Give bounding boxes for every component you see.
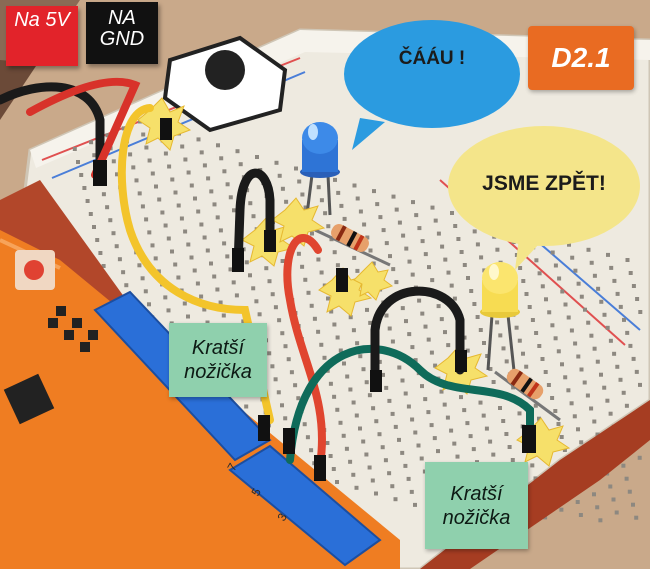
wire-red-pin5 bbox=[283, 234, 327, 469]
push-button-icon bbox=[162, 35, 288, 133]
wire-green-pin7 bbox=[286, 344, 534, 464]
note-blue-led-leg: Kratší nožička bbox=[169, 323, 267, 397]
yellow-led-icon bbox=[480, 262, 520, 381]
pin-header-bottom bbox=[228, 444, 382, 567]
label-5v: Na 5V bbox=[6, 6, 78, 66]
blue-led-icon bbox=[300, 122, 340, 231]
label-gnd: NA GND bbox=[86, 2, 158, 64]
wire-yellow bbox=[117, 104, 274, 424]
speech-text-yellow: JSME ZPĚT! bbox=[482, 172, 606, 195]
chip-icon bbox=[3, 373, 55, 425]
resistor-1-icon bbox=[314, 224, 391, 267]
speech-text-blue: ČÁÁU ! bbox=[398, 48, 466, 69]
wire-black-gnd bbox=[0, 82, 105, 185]
note-yellow-led-leg: Kratší nožička bbox=[425, 462, 528, 549]
section-badge: D2.1 bbox=[528, 26, 634, 90]
wire-black-jumper-2 bbox=[370, 286, 465, 390]
speech-bubble-blue bbox=[344, 20, 520, 150]
wire-black-jumper-1 bbox=[233, 168, 275, 270]
resistor-2-icon bbox=[494, 368, 561, 422]
reset-button-icon bbox=[24, 260, 44, 280]
speech-bubble-yellow bbox=[448, 126, 640, 270]
wire-red-5v bbox=[26, 77, 141, 179]
